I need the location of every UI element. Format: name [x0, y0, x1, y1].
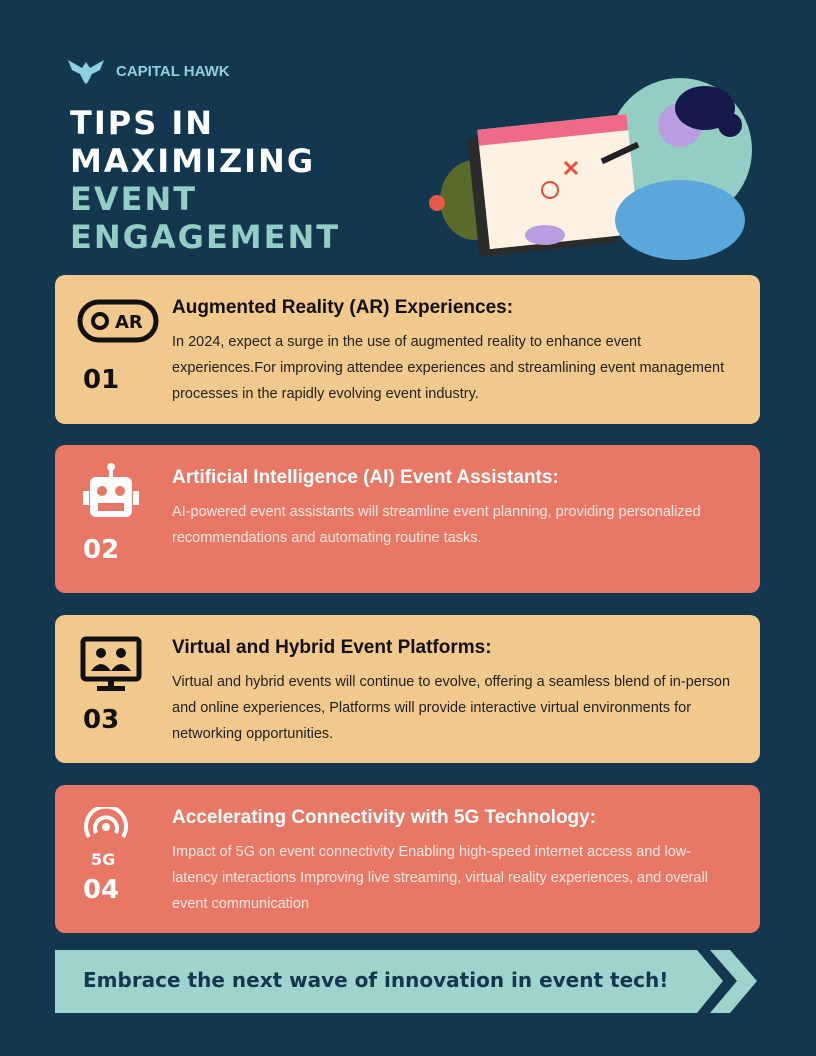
arrow-banner-shape	[55, 950, 757, 1013]
title-line: EVENT	[70, 180, 198, 218]
tip-heading: Accelerating Connectivity with 5G Techno…	[172, 807, 597, 828]
svg-text:5G: 5G	[91, 850, 115, 869]
tip-body: Virtual and hybrid events will continue …	[172, 674, 731, 742]
calendar-illustration	[429, 78, 752, 260]
title-line: MAXIMIZING	[70, 142, 316, 180]
tip-number: 02	[83, 535, 120, 565]
tip-body: In 2024, expect a surge in the use of au…	[172, 334, 725, 402]
tip-card-4: 5G 04 Accelerating Connectivity with 5G …	[55, 785, 760, 933]
5g-signal-icon: 5G	[84, 807, 128, 869]
tip-heading: Virtual and Hybrid Event Platforms:	[172, 637, 492, 658]
robot-icon	[83, 463, 139, 517]
page-title: TIPS IN MAXIMIZING EVENT ENGAGEMENT	[70, 104, 340, 256]
tip-card-1: AR 01 Augmented Reality (AR) Experiences…	[55, 275, 760, 424]
brand-name: CAPITAL HAWK	[116, 62, 230, 80]
title-line: ENGAGEMENT	[70, 218, 341, 256]
tip-number: 03	[83, 705, 120, 735]
ar-icon: AR	[77, 299, 159, 343]
banner-text: Embrace the next wave of innovation in e…	[83, 968, 669, 992]
tip-number: 01	[83, 365, 120, 395]
monitor-people-icon	[80, 636, 142, 691]
tip-card-3: 03 Virtual and Hybrid Event Platforms: V…	[55, 615, 760, 763]
brand-logo: CAPITAL HAWK	[64, 58, 230, 84]
hawk-icon	[68, 60, 104, 84]
tip-card-2: 02 Artificial Intelligence (AI) Event As…	[55, 445, 760, 593]
svg-text:AR: AR	[115, 312, 143, 333]
title-line: TIPS IN	[70, 104, 215, 142]
call-to-action-banner: Embrace the next wave of innovation in e…	[55, 950, 757, 1013]
tip-number: 04	[83, 875, 120, 905]
tip-heading: Artificial Intelligence (AI) Event Assis…	[172, 467, 559, 488]
tip-body: Impact of 5G on event connectivity Enabl…	[172, 844, 708, 912]
tip-heading: Augmented Reality (AR) Experiences:	[172, 297, 514, 318]
tip-body: AI-powered event assistants will streaml…	[172, 504, 701, 546]
